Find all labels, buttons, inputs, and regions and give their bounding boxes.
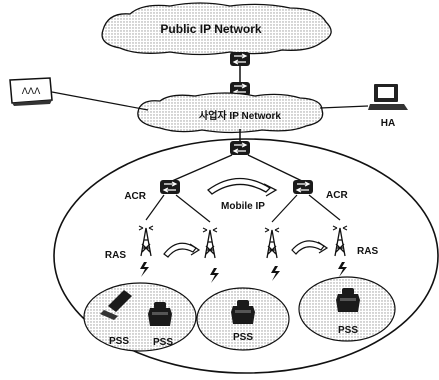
router-icon — [292, 179, 314, 195]
operator-ip-cloud: 사업자 IP Network — [137, 92, 324, 134]
ha-label: HA — [381, 118, 395, 129]
pss-label: PSS — [338, 325, 358, 336]
acr-left-label: ACR — [124, 191, 146, 202]
router-icon — [159, 179, 181, 195]
curved-arrow-icon — [291, 240, 325, 255]
pss-label: PSS — [233, 332, 253, 343]
ha-laptop: HA — [368, 84, 408, 129]
acr-right-label: ACR — [326, 190, 348, 201]
router-icon — [229, 140, 251, 156]
public-ip-network-label: Public IP Network — [160, 22, 261, 36]
cell-left — [83, 282, 197, 352]
router-icon — [229, 51, 251, 67]
pss-label: PSS — [153, 337, 173, 348]
laptop-icon — [100, 290, 132, 320]
curved-arrow-icon — [163, 242, 197, 258]
mobile-ip-label: Mobile IP — [221, 201, 265, 212]
aaa-server: ΛΛΛ — [9, 77, 53, 106]
ras-left-label: RAS — [105, 250, 126, 261]
ras-right-label: RAS — [357, 246, 378, 257]
public-ip-cloud: Public IP Network — [101, 2, 332, 56]
operator-ip-network-label: 사업자 IP Network — [199, 109, 281, 122]
curved-arrow-icon — [207, 177, 272, 195]
pss-label: PSS — [109, 336, 129, 347]
server-icon: ΛΛΛ — [22, 87, 41, 97]
